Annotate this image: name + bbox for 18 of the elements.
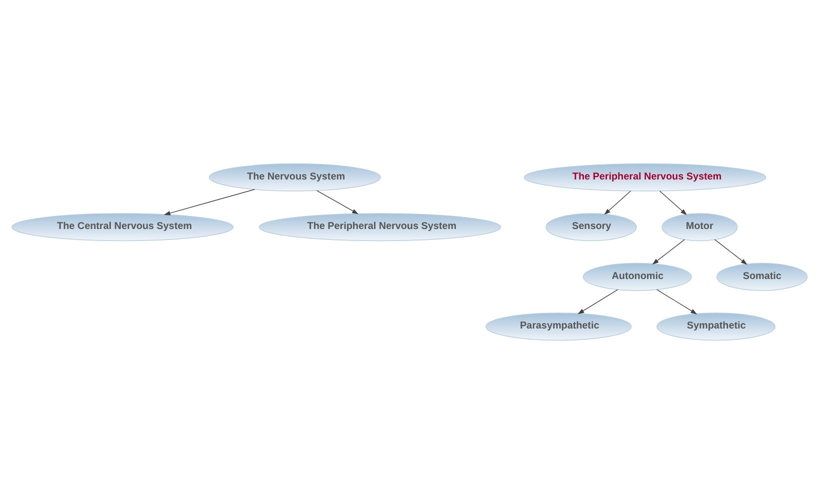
node-ellipse: Motor (662, 212, 738, 241)
arrow (656, 288, 698, 314)
node-ellipse: Sensory (546, 212, 637, 241)
arrow (578, 288, 618, 314)
arrow (714, 238, 748, 264)
node-ellipse: Parasympathetic (486, 312, 632, 340)
node-ellipse: Sympathetic (656, 312, 776, 340)
arrow (604, 190, 631, 214)
node-ellipse: The Nervous System (208, 162, 381, 191)
arrow (164, 188, 256, 215)
node-ellipse: The Peripheral Nervous System (524, 162, 766, 191)
arrow (652, 238, 685, 264)
arrow (316, 190, 358, 214)
node-ellipse: Somatic (716, 262, 808, 290)
node-ellipse: The Central Nervous System (12, 212, 234, 241)
arrow (659, 190, 687, 215)
node-ellipse: The Peripheral Nervous System (258, 212, 502, 241)
node-ellipse: Autonomic (582, 262, 692, 290)
